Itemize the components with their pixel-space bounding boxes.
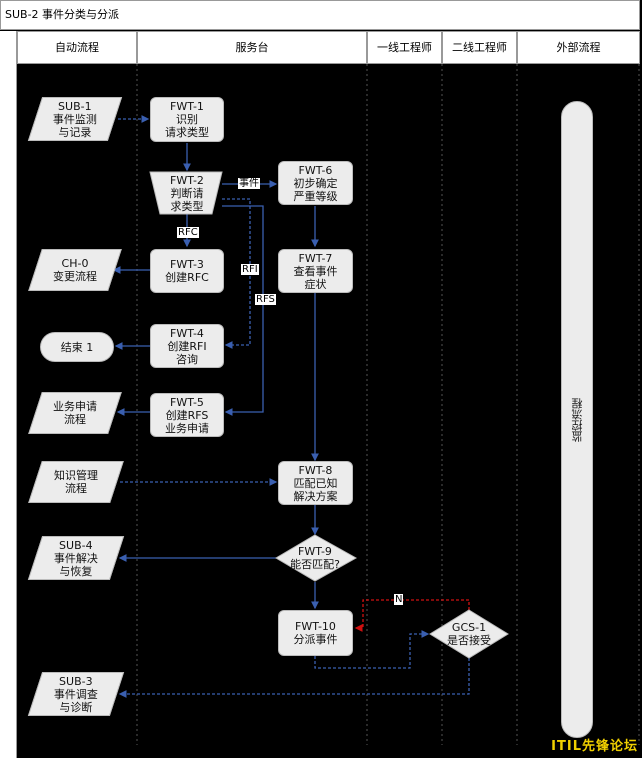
lane-header-external: 外部流程 [517,31,640,64]
lane-header-service-desk: 服务台 [137,31,367,64]
node-km[interactable]: 知识管理流程 [28,461,124,503]
edge-gcs1-reject [354,599,470,632]
label-incident: 事件 [238,178,260,189]
lane-header-tier2: 二线工程师 [442,31,517,64]
label-rfs: RFS [255,294,276,305]
left-margin-bar [0,31,17,758]
diagram-title: SUB-2 事件分类与分派 [0,0,640,30]
node-biz[interactable]: 业务申请流程 [28,392,122,434]
lane-header-tier1: 一线工程师 [367,31,442,64]
node-end1[interactable]: 结束 1 [40,332,114,362]
edge-gcs1-sub3 [118,658,470,698]
edge-fwt10-gcs1 [314,630,430,669]
fwt2-shape [149,171,223,215]
watermark: ITIL先锋论坛 [551,739,638,754]
gcs1-shape [429,609,509,659]
label-no: N [394,594,404,605]
label-rfi: RFI [241,264,259,275]
lane-header-auto: 自动流程 [17,31,137,64]
node-monitor[interactable]: 监控流程 [561,101,593,738]
edge-fwt2-fwt5 [222,205,264,416]
label-rfc: RFC [177,227,199,238]
fwt9-shape [275,534,358,582]
